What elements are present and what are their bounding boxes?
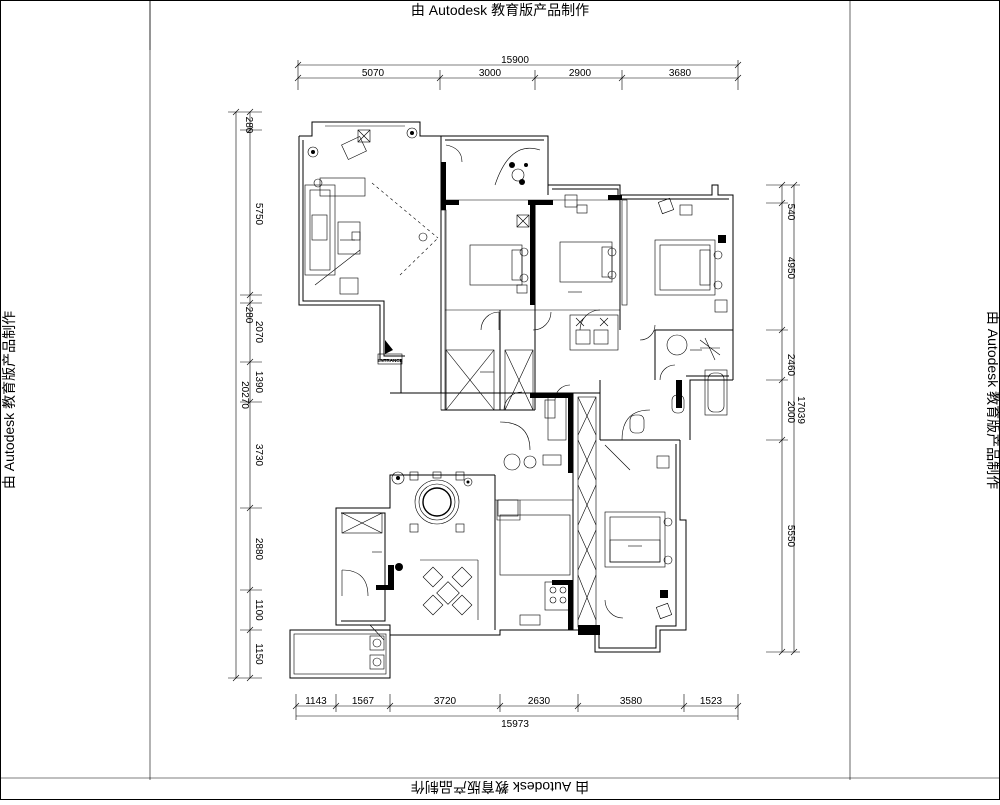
structural-columns: [376, 162, 682, 635]
bedroom-1-bed: [469, 214, 530, 294]
dim-right-seg-1: 540: [785, 204, 796, 221]
dim-left-seg-8: 1100: [253, 599, 264, 621]
dim-left-seg-9: 1150: [253, 643, 264, 665]
view-lines: [371, 182, 439, 276]
dim-top-seg-2: 3000: [479, 68, 502, 79]
dim-right-seg-5: 5550: [785, 525, 796, 548]
dim-top-seg-3: 2900: [569, 68, 592, 79]
dim-top-seg-1: 5070: [362, 68, 385, 79]
bedroom-2-bed: [559, 194, 619, 351]
second-bathroom: [604, 409, 670, 471]
dim-left-seg-4: 2070: [253, 321, 264, 344]
watermark-left: 由 Autodesk 教育版产品制作: [1, 311, 17, 489]
master-bed: [654, 197, 728, 313]
dim-left-seg-3: 280: [243, 307, 254, 324]
dim-top-seg-4: 3680: [669, 68, 692, 79]
utility-room: [369, 624, 385, 670]
dim-left-seg-1: 280: [243, 117, 254, 134]
watermark-top: 由 Autodesk 教育版产品制作: [411, 2, 589, 18]
dining-table: [409, 471, 465, 533]
top-dimension-chain: 15900 5070 3000 2900 3680: [294, 55, 742, 90]
watermark-right: 由 Autodesk 教育版产品制作: [985, 311, 1000, 489]
entrance-marker: ENTRANCE: [377, 340, 403, 365]
coffee-table: [314, 221, 361, 286]
lounge-chairs: [420, 559, 479, 620]
dim-bottom-seg-6: 1523: [700, 696, 723, 707]
dim-bottom-seg-1: 1143: [305, 696, 327, 707]
storage-room: [341, 512, 383, 597]
living-room-sofa: [304, 177, 366, 276]
wardrobes: [440, 199, 628, 628]
dim-bottom-seg-4: 2630: [528, 696, 551, 707]
armchair: [341, 129, 371, 160]
dim-right-total: 17039: [795, 396, 806, 424]
door-swings: [480, 309, 676, 619]
dim-left-seg-6: 3730: [253, 444, 264, 467]
left-dimension-chain: 280 5750 280 2070 1390 3730 2880 1100 11…: [228, 108, 264, 682]
dim-right-seg-4: 2000: [785, 401, 796, 424]
dim-bottom-seg-5: 3580: [620, 696, 643, 707]
dim-bottom-total: 15973: [501, 719, 529, 730]
dim-bottom-seg-3: 3720: [434, 696, 457, 707]
dim-right-seg-2: 4950: [785, 257, 796, 280]
dim-top-total: 15900: [501, 55, 529, 66]
kitchen: [497, 394, 571, 626]
entrance-label: ENTRANCE: [377, 358, 402, 363]
dim-right-seg-3: 2460: [785, 354, 796, 377]
dim-bottom-seg-2: 1567: [352, 696, 375, 707]
side-table: [339, 277, 359, 295]
right-dimension-chain: 540 4950 2460 2000 5550 17039: [766, 181, 806, 656]
plant-icons: [307, 127, 473, 571]
room-tag-marks: [340, 239, 702, 553]
lower-right-bed: [604, 511, 673, 620]
watermark-bottom: 由 Autodesk 教育版产品制作: [411, 779, 589, 795]
master-bathroom: [666, 334, 728, 416]
balcony-planter: [445, 144, 541, 186]
dim-left-total: 20270: [239, 381, 250, 409]
dim-left-seg-7: 2880: [253, 538, 264, 561]
dim-left-seg-5: 1390: [253, 371, 264, 394]
dim-left-seg-2: 5750: [253, 203, 264, 226]
bottom-dimension-chain: 1143 1567 3720 2630 3580 1523 15973: [292, 694, 742, 730]
